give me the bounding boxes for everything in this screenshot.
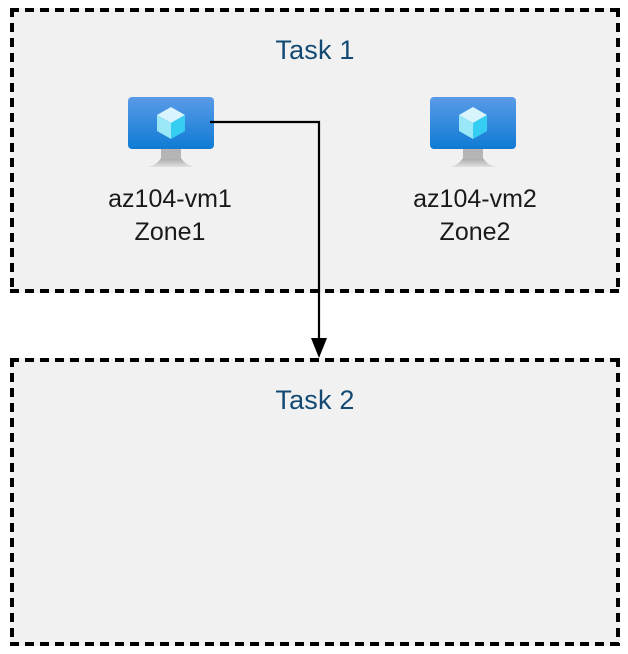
virtual-machine-icon-vm2[interactable]: [422, 92, 524, 172]
group-border-left: [10, 358, 14, 646]
group-border-bottom: [10, 289, 620, 293]
arrowhead-icon: [311, 338, 327, 358]
group-border-left: [10, 8, 14, 293]
vm2-name: az104-vm2: [413, 185, 537, 213]
group-title-task2: Task 2: [275, 385, 355, 415]
virtual-machine-icon-vm1[interactable]: [120, 92, 222, 172]
node-label-vm1: az104-vm1 Zone1: [60, 183, 280, 249]
vm1-name: az104-vm1: [108, 185, 232, 213]
vm1-zone: Zone1: [134, 218, 206, 246]
group-border-top: [10, 8, 620, 12]
group-title-task1: Task 1: [275, 35, 355, 65]
group-border-right: [616, 358, 620, 646]
group-border-top: [10, 358, 620, 362]
vm2-zone: Zone2: [439, 218, 511, 246]
node-label-vm2: az104-vm2 Zone2: [365, 183, 585, 249]
group-border-bottom: [10, 642, 620, 646]
group-box-task2[interactable]: Task 2: [10, 358, 620, 646]
group-box-task1[interactable]: Task 1: [10, 8, 620, 293]
group-border-right: [616, 8, 620, 293]
